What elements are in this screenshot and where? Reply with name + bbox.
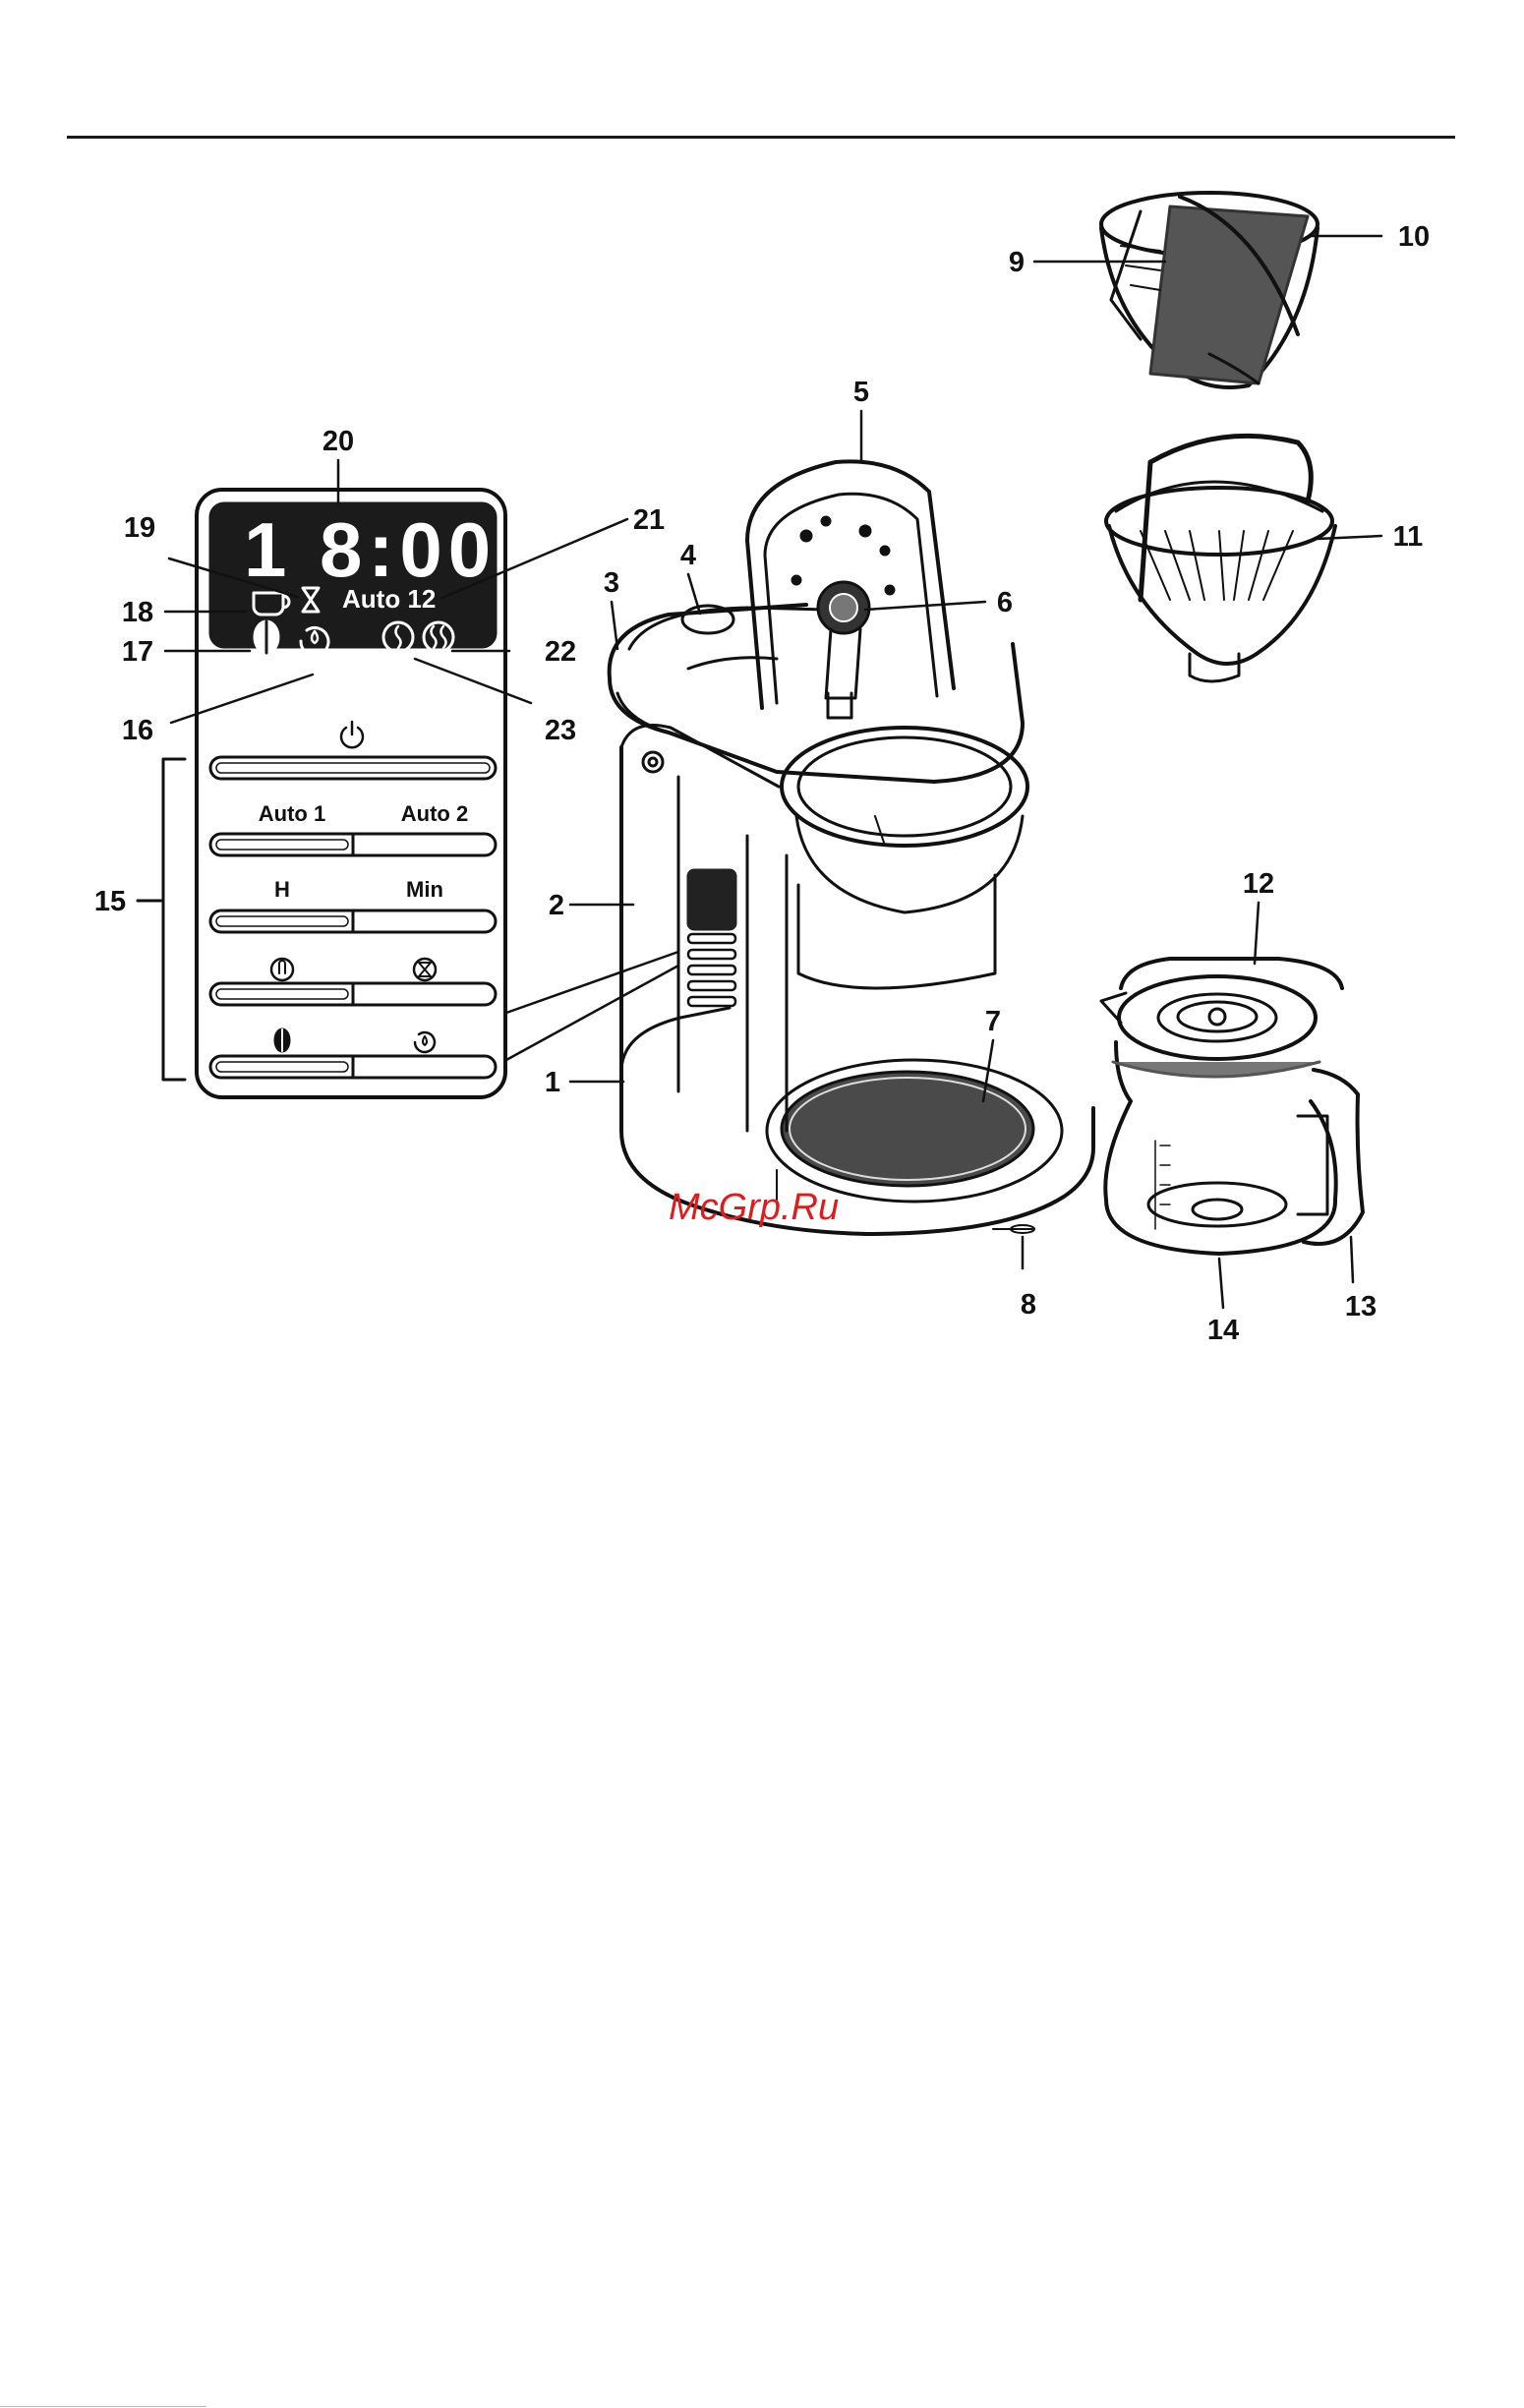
bottom-rule [0,2406,206,2407]
hour-button-label[interactable]: H [274,877,290,902]
callout-14: 14 [1207,1315,1239,1346]
callout-10: 10 [1398,221,1430,253]
watermark: McGrp.Ru [669,1187,839,1228]
callout-3: 3 [604,567,619,599]
cone-filter-holder [1106,436,1335,681]
auto1-button-label[interactable]: Auto 1 [259,801,325,826]
lcd-auto-label: Auto 12 [342,584,436,614]
callout-9: 9 [1009,247,1025,278]
callout-5: 5 [853,377,869,408]
lcd-time: 1 8:00 [244,506,497,593]
callout-8: 8 [1021,1289,1036,1321]
auto2-button-label[interactable]: Auto 2 [401,801,468,826]
callout-12: 12 [1243,868,1274,900]
coffee-bean-icon[interactable] [275,1029,289,1051]
coffee-maker [610,461,1093,1234]
carafe [1101,959,1363,1254]
callout-23: 23 [545,715,576,746]
clean-cycle-icon[interactable] [415,1032,435,1052]
callout-22: 22 [545,636,576,668]
callout-19: 19 [124,512,155,544]
callout-7: 7 [985,1006,1001,1037]
callout-4: 4 [680,540,696,571]
callout-17: 17 [122,636,153,668]
hourglass-icon[interactable] [414,959,436,980]
callout-20: 20 [322,426,354,457]
thermometer-icon[interactable] [271,959,293,980]
callout-18: 18 [122,597,153,628]
callout-13: 13 [1345,1291,1377,1322]
minute-button-label[interactable]: Min [406,877,443,902]
callout-2: 2 [549,890,564,921]
power-icon[interactable] [341,722,363,747]
coffee-bean-icon [255,621,278,653]
bracket-15 [163,759,185,1080]
callout-6: 6 [997,587,1013,618]
callout-11: 11 [1393,521,1424,553]
callout-1: 1 [545,1067,560,1098]
permanent-filter [1101,193,1318,387]
callout-15: 15 [94,886,126,917]
callout-21: 21 [633,504,665,536]
callout-16: 16 [122,715,153,746]
